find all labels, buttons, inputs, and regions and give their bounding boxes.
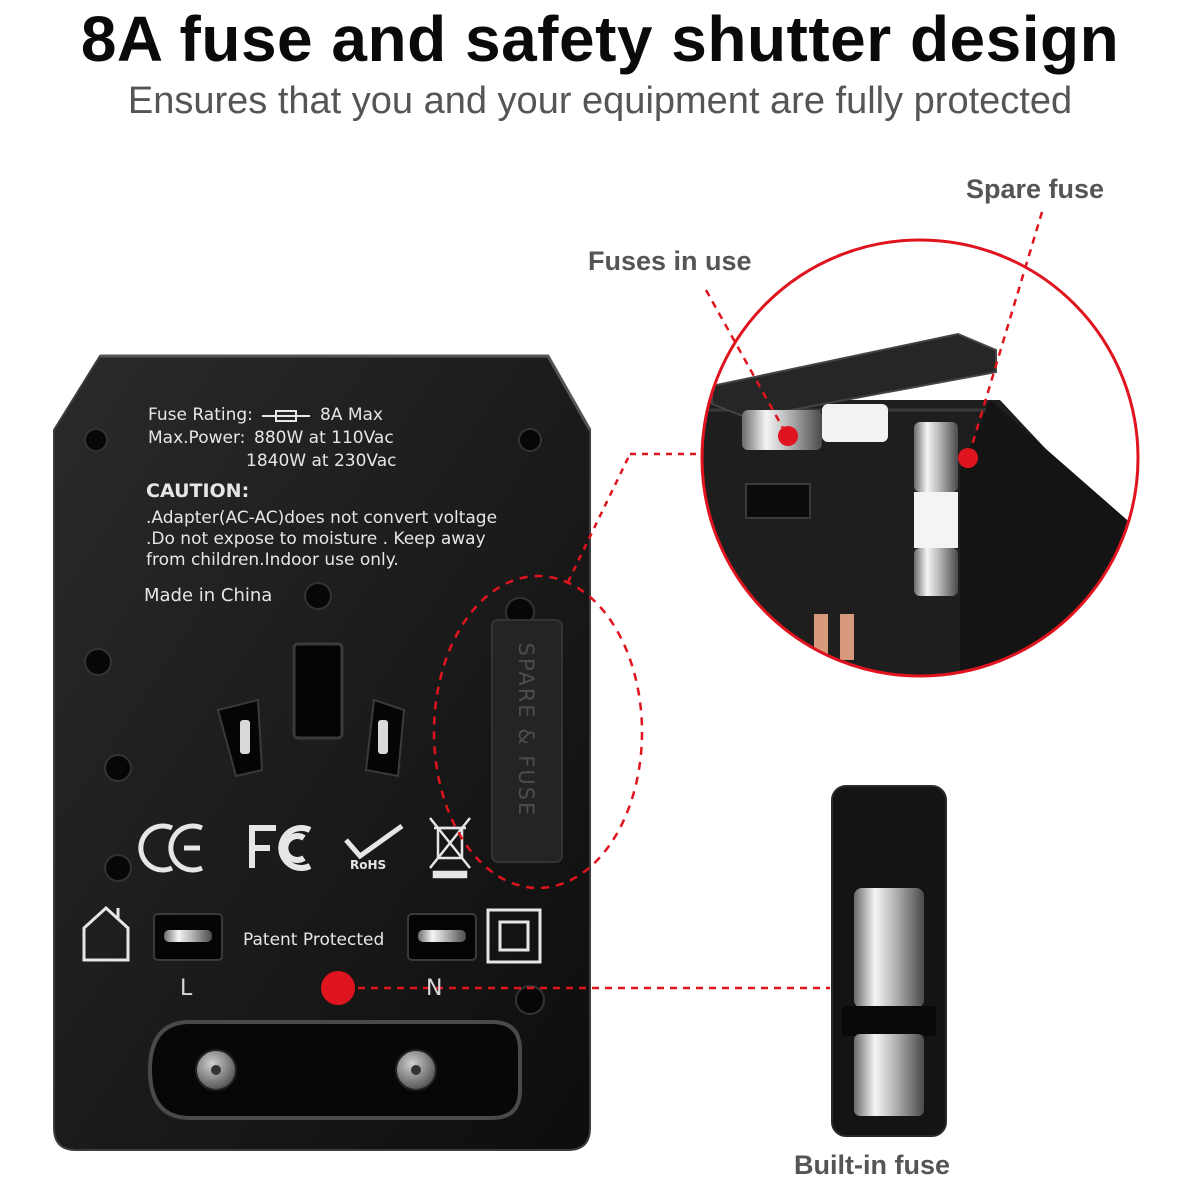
eu-plug-recess	[147, 1020, 522, 1120]
zoom-circle-border	[700, 238, 1140, 678]
fuse-rating-value: 8A Max	[320, 405, 383, 425]
subheadline: Ensures that you and your equipment are …	[127, 80, 1073, 122]
rohs-label: RoHS	[350, 858, 387, 872]
ce-mark-icon	[138, 823, 204, 873]
max-power-label: Max.Power:	[148, 428, 246, 448]
fuse-rating-label: Fuse Rating:	[148, 405, 253, 425]
caution-line-2: .Do not expose to moisture . Keep away	[146, 529, 486, 549]
built-in-fuse-callout: Built-in fuse	[794, 1150, 950, 1180]
origin-label: Made in China	[144, 585, 273, 606]
double-insulation-icon	[486, 908, 542, 964]
power-230: 1840W at 230Vac	[246, 451, 397, 471]
caution-line-3: from children.Indoor use only.	[146, 550, 399, 570]
rohs-icon	[344, 823, 404, 860]
fuses-in-use-callout: Fuses in use	[588, 246, 752, 276]
home-icon	[82, 905, 130, 962]
caution-title: CAUTION:	[146, 480, 250, 502]
neutral-label: N	[426, 976, 443, 1001]
fuse-icon	[831, 785, 947, 1137]
compartment-label: SPARE & FUSE	[514, 642, 538, 818]
compartment-highlight	[432, 574, 644, 890]
universal-socket	[216, 642, 406, 778]
live-pin-slot	[153, 913, 223, 961]
fuse-compartment-zoom	[702, 240, 1138, 676]
built-in-fuse-marker	[321, 971, 355, 1005]
power-110: 880W at 110Vac	[254, 428, 394, 448]
caution-line-1: .Adapter(AC-AC)does not convert voltage	[146, 508, 498, 528]
headline: 8A fuse and safety shutter design	[80, 3, 1120, 75]
neutral-pin-slot	[407, 913, 477, 961]
spare-fuse-callout: Spare fuse	[966, 174, 1105, 204]
weee-bin-icon	[429, 817, 471, 879]
fuse-symbol-icon	[262, 410, 310, 422]
live-label: L	[180, 976, 193, 1001]
fcc-mark-icon	[249, 825, 312, 871]
patent-label: Patent Protected	[243, 930, 385, 950]
spare-fuse-cover	[491, 619, 563, 863]
